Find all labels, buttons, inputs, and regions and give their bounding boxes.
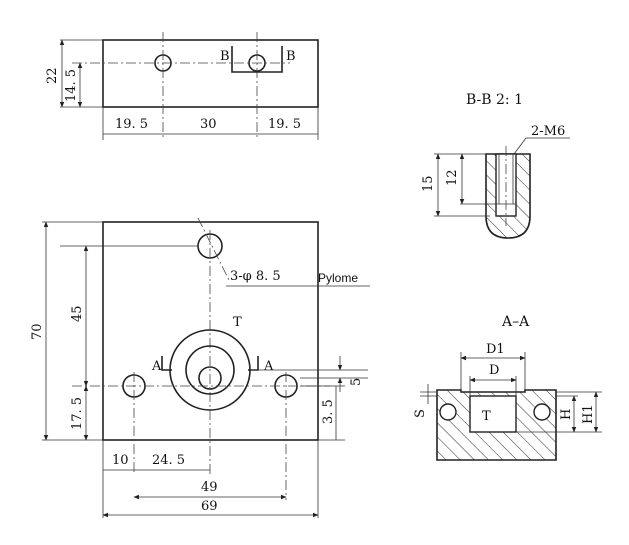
dim-17-5: 17. 5 xyxy=(70,397,85,430)
section-bb-label-left: B xyxy=(220,49,230,64)
section-aa: A–A T D1 D S H H1 xyxy=(413,314,602,461)
dim-24-5: 24. 5 xyxy=(152,453,185,468)
port-bore xyxy=(185,345,235,395)
section-aa-port xyxy=(469,395,517,433)
main-view: 3-φ 8. 5 Pylome T A A 5 3. 5 70 4 xyxy=(30,217,370,518)
hole-leader xyxy=(197,217,231,283)
dim-15: 15 xyxy=(421,175,436,192)
top-view-outline xyxy=(102,39,319,108)
dim-70: 70 xyxy=(30,323,45,340)
watermark-text: Pylome xyxy=(318,271,358,285)
section-aa-marker-left xyxy=(161,356,172,371)
dim-h: H xyxy=(559,409,574,420)
section-aa-label-left: A xyxy=(151,359,162,374)
section-aa-port-label: T xyxy=(482,409,491,424)
section-aa-hole-left xyxy=(439,403,457,421)
dim-22: 22 xyxy=(45,67,60,84)
dim-19-5-right: 19. 5 xyxy=(268,117,301,132)
thread-leader xyxy=(513,137,527,155)
port-label: T xyxy=(233,315,242,330)
detail-bb-title: B-B 2: 1 xyxy=(466,92,523,108)
dim-5: 5 xyxy=(349,378,364,386)
dim-49: 49 xyxy=(201,480,218,495)
top-view: B B 22 14. 5 19. 5 30 19. 5 xyxy=(45,32,319,140)
dim-3-5: 3. 5 xyxy=(321,399,336,424)
hole-label: 3-φ 8. 5 xyxy=(230,269,281,284)
dim-19-5-left: 19. 5 xyxy=(115,117,148,132)
dim-d1: D1 xyxy=(486,342,505,357)
dim-10: 10 xyxy=(112,453,129,468)
dim-69: 69 xyxy=(201,499,218,514)
dim-d: D xyxy=(489,363,499,378)
dim-s: S xyxy=(413,409,428,418)
section-bb-label-right: B xyxy=(286,49,296,64)
dim-14-5: 14. 5 xyxy=(64,69,79,102)
main-view-outline xyxy=(102,221,319,441)
detail-bb: B-B 2: 1 2-M6 15 12 xyxy=(421,92,570,239)
section-bb-marker xyxy=(231,46,283,73)
dim-45: 45 xyxy=(70,305,85,322)
section-aa-title: A–A xyxy=(501,314,530,330)
section-aa-hole-right xyxy=(533,403,551,421)
dim-h1: H1 xyxy=(581,404,596,424)
thread-label: 2-M6 xyxy=(531,124,565,139)
port-inner xyxy=(198,366,222,390)
section-aa-label-right: A xyxy=(263,359,274,374)
dim-30: 30 xyxy=(200,117,217,132)
dim-12: 12 xyxy=(445,169,460,186)
